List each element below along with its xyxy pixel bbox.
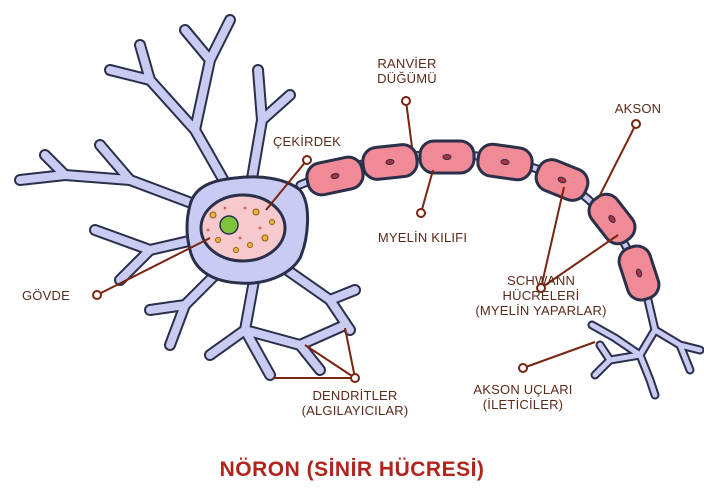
label-schwann-cells: SCHWANN HÜCRELERİ (MYELİN YAPARLAR) <box>462 273 620 318</box>
leader-akson-uclari <box>523 342 595 368</box>
nucleolus <box>220 216 238 234</box>
label-cell-body: GÖVDE <box>22 288 88 303</box>
label-axon: AKSON <box>606 101 670 116</box>
leader-myelin <box>421 170 433 213</box>
myelin-segment <box>304 155 365 198</box>
label-ranvier-node: RANVİER DÜĞÜMÜ <box>367 56 447 86</box>
diagram-title: NÖRON (SİNİR HÜCRESİ) <box>0 458 704 482</box>
leader-ranvier <box>406 101 412 147</box>
myelin-segment <box>476 142 534 181</box>
myelin-segment <box>420 141 474 173</box>
nucleus <box>201 195 285 261</box>
label-myelin-sheath: MYELİN KILIFI <box>360 230 485 245</box>
myelin-segment <box>615 242 662 303</box>
myelin-segment <box>361 143 418 180</box>
leader-akson <box>600 124 636 195</box>
label-nucleus: ÇEKİRDEK <box>258 134 356 149</box>
label-axon-terminals: AKSON UÇLARI (İLETİCİLER) <box>458 382 588 412</box>
label-dendrites: DENDRİTLER (ALGILAYICILAR) <box>287 388 423 418</box>
